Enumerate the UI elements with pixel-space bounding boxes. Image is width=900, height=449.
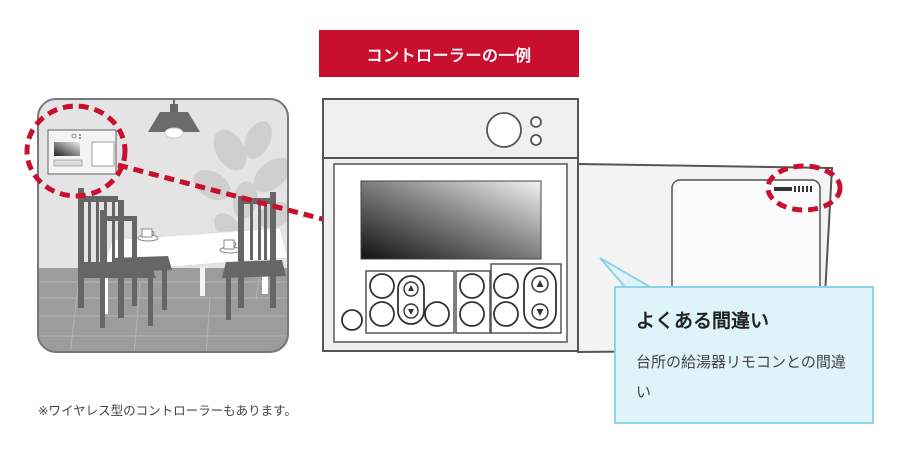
sensor-holes (486, 112, 542, 148)
title-badge: コントローラーの一例 (319, 30, 579, 77)
button-bottom-right-b (493, 301, 519, 327)
pendant-lamp (148, 99, 200, 139)
room-frame (37, 98, 289, 353)
thumbnail-highlight (24, 103, 128, 199)
button-top-right-b (493, 273, 519, 299)
button-left-small (341, 309, 363, 331)
button-bottom-right-a (459, 301, 485, 327)
leader-line (117, 162, 327, 223)
title-text: コントローラーの一例 (366, 45, 532, 65)
door-marks-highlight (765, 163, 843, 213)
button-top-left (369, 273, 395, 299)
wall-controller-thumbnail (47, 129, 117, 175)
button-bottom-left (369, 301, 395, 327)
controller-large (322, 98, 579, 352)
cups (137, 228, 241, 254)
callout-heading: よくある間違い (636, 310, 770, 332)
button-bottom-mid (424, 301, 450, 327)
callout-box: よくある間違い 台所の給湯器リモコンとの間違い (614, 286, 874, 424)
dining-room-scene (38, 99, 288, 352)
footnote: ※ワイヤレス型のコントローラーもあります。 (38, 403, 297, 418)
controller-screen (360, 180, 542, 260)
door-indicator-marks (774, 186, 812, 192)
button-top-right-a (459, 273, 485, 299)
chairs (78, 188, 286, 328)
callout-body: 台所の給湯器リモコンとの間違い (636, 353, 846, 401)
